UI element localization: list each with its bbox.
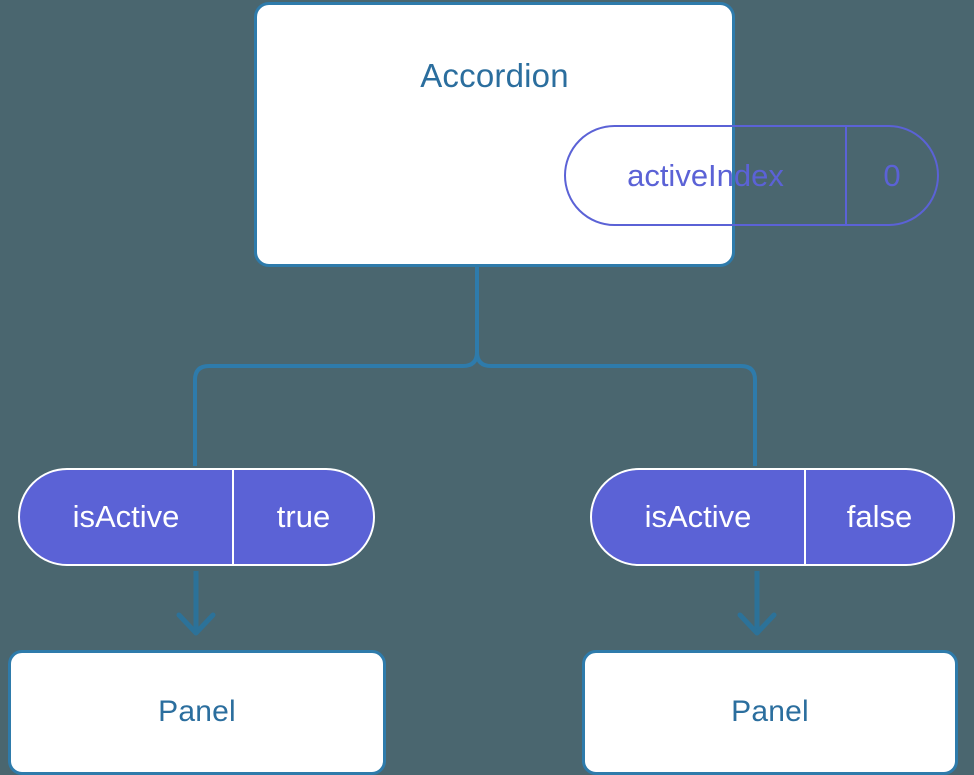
arrow-left-head-icon xyxy=(176,612,216,636)
prop-pill-value: false xyxy=(804,470,953,564)
prop-pill-is-active-true[interactable]: isActive true xyxy=(18,468,375,566)
panel-title: Panel xyxy=(731,695,809,728)
connector-root-to-left-prop xyxy=(193,265,479,466)
panel-component-card-right[interactable]: Panel xyxy=(582,650,958,775)
arrow-right-head-icon xyxy=(737,612,777,636)
prop-pill-value: true xyxy=(232,470,373,564)
connector-root-to-right-prop xyxy=(475,265,757,466)
accordion-title: Accordion xyxy=(420,57,569,94)
state-pill-active-index[interactable]: activeIndex 0 xyxy=(564,125,939,226)
prop-pill-key: isActive xyxy=(72,499,180,534)
panel-component-card-left[interactable]: Panel xyxy=(8,650,386,775)
prop-pill-is-active-false[interactable]: isActive false xyxy=(590,468,955,566)
panel-title: Panel xyxy=(158,695,236,728)
state-pill-key: activeIndex xyxy=(627,157,784,193)
accordion-component-card[interactable]: Accordion activeIndex 0 xyxy=(254,2,939,267)
state-pill-value: 0 xyxy=(845,127,937,224)
prop-pill-key: isActive xyxy=(644,499,752,534)
